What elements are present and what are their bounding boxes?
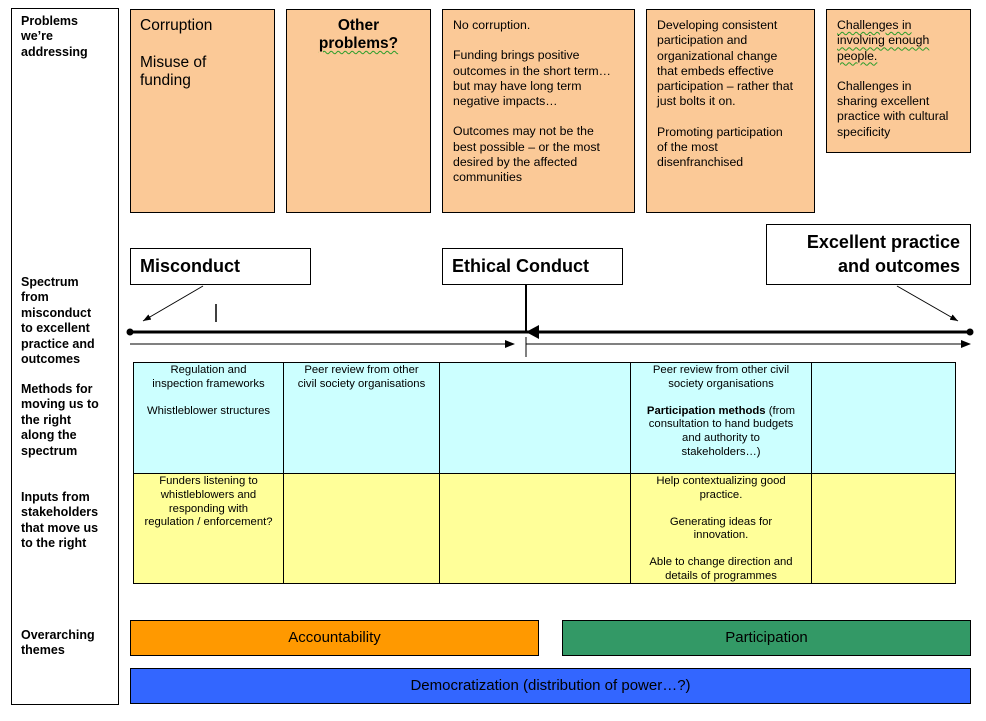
inputs-cell-2 [283,473,440,584]
problem-card-challenges: Challenges in involving enough people. C… [826,9,971,153]
inputs-cell-4: Help contextualizing good practice. Gene… [630,473,812,584]
theme-democratization: Democratization (distribution of power…?… [130,668,971,704]
methods-inputs-grid: Regulation and inspection frameworks Whi… [133,362,956,584]
methods-cell-3 [439,362,631,474]
inputs-cell-3 [439,473,631,584]
excellent-pointer [896,285,959,322]
row-label-inputs: Inputs from stakeholders that move us to… [21,490,99,551]
problem-card-no-corruption: No corruption. Funding brings positive o… [442,9,635,213]
problem-card-other: Other problems? [286,9,431,213]
row-label-methods: Methods for moving us to the right along… [21,382,99,458]
inputs-cell-5 [811,473,956,584]
theme-participation: Participation [562,620,971,656]
inputs-cell-1: Funders listening to whistleblowers and … [133,473,284,584]
theme-accountability: Accountability [130,620,539,656]
misconduct-label: Misconduct [130,248,311,285]
methods-cell-4: Peer review from other civil society org… [630,362,812,474]
row-label-themes: Overarching themes [21,628,95,658]
row-label-spectrum: Spectrum from misconduct to excellent pr… [21,275,95,367]
misconduct-pointer [142,285,204,322]
problem-card-corruption: Corruption Misuse of funding [130,9,275,213]
methods-cell-1: Regulation and inspection frameworks Whi… [133,362,284,474]
row-label-column: Problems we’re addressing Spectrum from … [11,8,119,705]
problem-card-participation: Developing consistent participation and … [646,9,815,213]
spectrum-left-end [126,328,134,336]
row-label-problems: Problems we’re addressing [21,14,88,59]
methods-cell-5 [811,362,956,474]
methods-cell-2: Peer review from other civil society org… [283,362,440,474]
spectrum-right-end [966,328,974,336]
excellent-practice-label: Excellent practice and outcomes [766,224,971,285]
ethical-conduct-label: Ethical Conduct [442,248,623,285]
